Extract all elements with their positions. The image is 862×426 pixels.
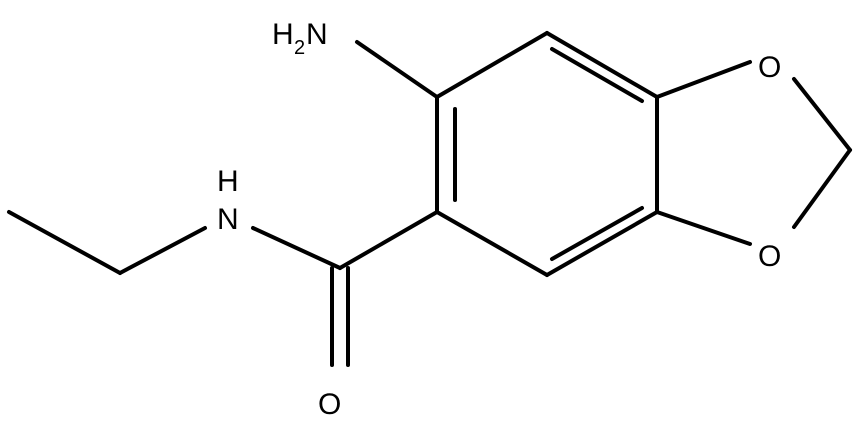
bond-ring-c2-c3-inner (550, 47, 644, 103)
carbonyl-o-label: O (318, 388, 341, 421)
bond-c1-nh2 (355, 40, 439, 99)
bond-ch2-o-bottom (792, 148, 852, 229)
amide-h-label: H (217, 165, 239, 198)
ring-o-top-label: O (758, 51, 781, 84)
bond-o-bottom-c4 (655, 210, 752, 246)
bond-ring-c4-c5-inner (550, 206, 644, 261)
bond-ring-c2-c3 (545, 31, 659, 99)
bond-ring-c1-c2 (435, 31, 549, 99)
bond-o-top-ch2 (792, 77, 852, 152)
bond-ch2-ch3 (7, 210, 122, 275)
amino-label-n: N (306, 18, 328, 51)
amino-label-h: H (272, 18, 294, 51)
bond-c3-o-top (655, 60, 752, 99)
amide-n-label: N (217, 203, 239, 236)
bond-ring-c5-c6 (435, 210, 549, 277)
amino-label-subscript: 2 (294, 37, 305, 59)
bond-c6-carbonyl (338, 210, 439, 270)
bond-carbonyl-n (251, 226, 342, 270)
bond-n-ch2 (118, 226, 207, 275)
ring-o-bottom-label: O (758, 240, 781, 273)
bond-ring-c4-c5 (545, 210, 659, 277)
